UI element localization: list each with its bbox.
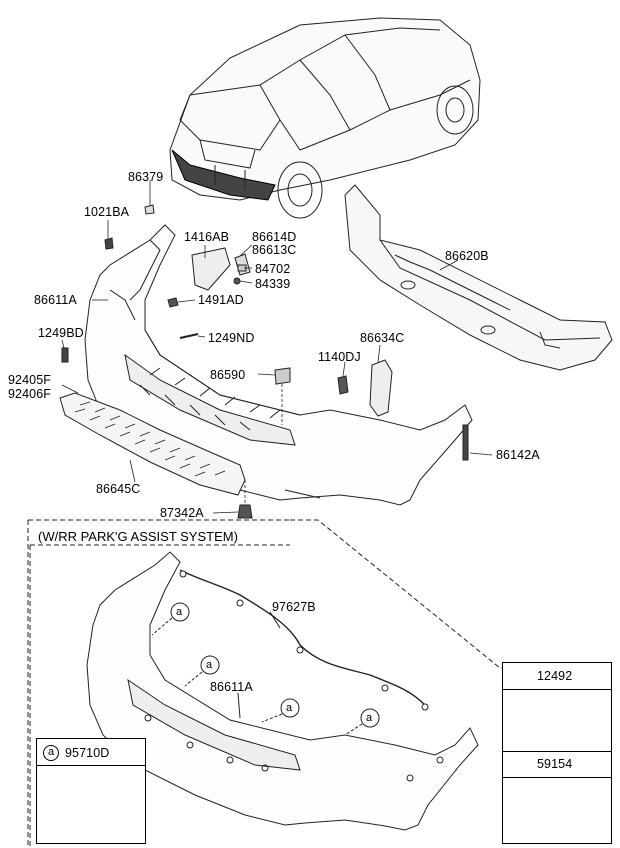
label-86614D: 86614D (252, 230, 297, 244)
callout-a-1: a (176, 606, 183, 618)
option-bumper (86, 551, 479, 831)
label-86611A-option: 86611A (210, 680, 253, 694)
hardware-legend-box: 12492 59154 (502, 662, 612, 844)
label-97627B: 97627B (272, 600, 316, 614)
label-86379: 86379 (128, 170, 164, 184)
label-86634C: 86634C (360, 331, 405, 345)
label-86590: 86590 (210, 368, 246, 382)
label-86613C: 86613C (252, 243, 297, 257)
label-86611A: 86611A (34, 293, 77, 307)
label-1416AB: 1416AB (184, 230, 230, 244)
label-92405F: 92405F (8, 373, 51, 387)
label-86142A: 86142A (496, 448, 540, 462)
small-hardware (61, 204, 469, 519)
label-1249BD: 1249BD (38, 326, 84, 340)
callout-a-2: a (206, 659, 213, 671)
vehicle-illustration (169, 17, 481, 219)
energy-absorber-86620B (344, 184, 613, 371)
label-86620B: 86620B (445, 249, 489, 263)
callout-a-3: a (286, 702, 293, 714)
legend-item-12492: 12492 (537, 669, 573, 683)
legend-item-59154: 59154 (537, 757, 573, 771)
label-87342A: 87342A (160, 506, 204, 520)
label-1491AD: 1491AD (198, 293, 244, 307)
sensor-legend-box: a 95710D (36, 738, 146, 844)
option-section-title: (W/RR PARK'G ASSIST SYSTEM) (38, 529, 238, 544)
callout-a-4: a (366, 712, 373, 724)
label-92406F: 92406F (8, 387, 51, 401)
label-84702: 84702 (255, 262, 291, 276)
label-84339: 84339 (255, 277, 291, 291)
label-1140DJ: 1140DJ (318, 350, 361, 364)
sensor-callout-a: a (43, 744, 59, 761)
option-frame (29, 519, 610, 848)
legend-item-95710D: 95710D (65, 746, 110, 760)
label-86645C: 86645C (96, 482, 141, 496)
leader-lines (61, 180, 493, 514)
label-1249ND: 1249ND (208, 331, 255, 345)
label-1021BA: 1021BA (84, 205, 130, 219)
